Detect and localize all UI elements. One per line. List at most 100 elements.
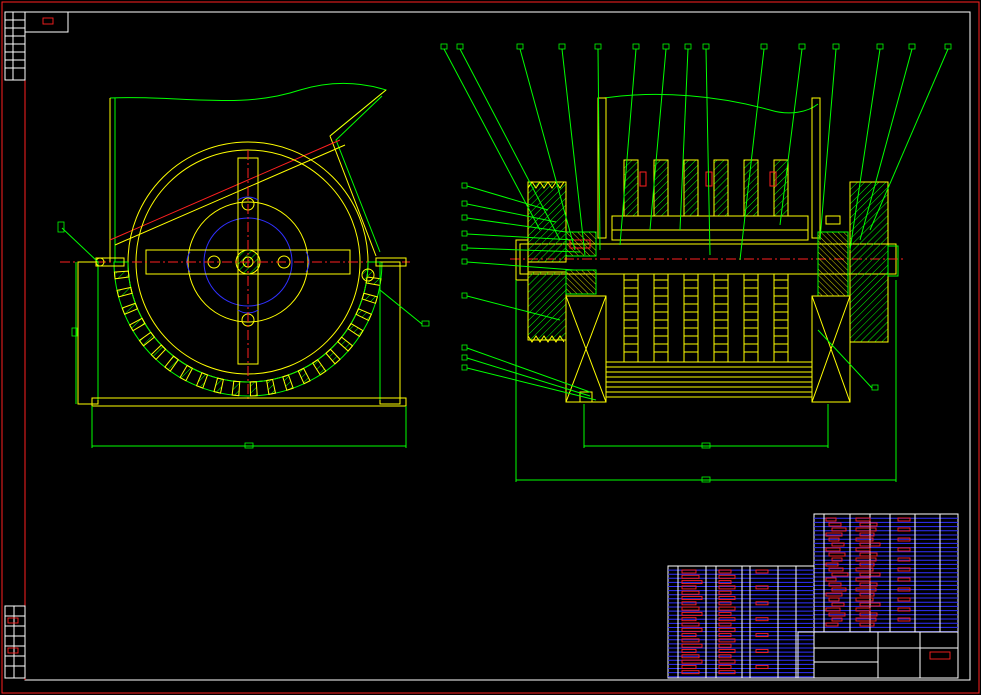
lower-plate	[773, 273, 789, 363]
parts-text	[718, 664, 732, 669]
leader-tag	[461, 292, 468, 299]
leader-line	[466, 247, 581, 253]
parts-text	[718, 638, 736, 643]
parts-text	[855, 587, 877, 592]
parts-text	[755, 649, 769, 653]
leader-line	[466, 357, 591, 397]
leader-tag	[461, 182, 468, 189]
leader-tag	[558, 43, 566, 50]
parts-text	[828, 522, 842, 527]
leader-line	[739, 48, 765, 261]
parts-text	[855, 527, 877, 532]
leader-line	[466, 367, 597, 401]
parts-text	[855, 617, 877, 622]
parts-text	[831, 542, 845, 547]
leader-line	[466, 185, 549, 211]
parts-text	[718, 627, 736, 632]
leader-tag	[832, 43, 840, 50]
parts-text	[681, 670, 700, 675]
parts-text	[855, 607, 871, 612]
grate-bar	[138, 331, 156, 347]
parts-text	[855, 517, 871, 522]
leader-line	[817, 329, 873, 389]
parts-text	[681, 580, 703, 585]
lower-plate	[683, 273, 699, 363]
grate-bar	[325, 348, 341, 365]
grate-bar	[266, 378, 277, 395]
leader-tag	[760, 43, 768, 50]
parts-text	[897, 597, 911, 602]
leader-line	[519, 48, 576, 251]
leader-line	[649, 48, 667, 231]
parts-text	[897, 617, 911, 622]
hammer-plate	[773, 159, 789, 217]
parts-text	[825, 517, 837, 522]
left-strip-top	[4, 11, 26, 81]
parts-text	[681, 569, 697, 574]
left-strip-bottom	[4, 605, 26, 679]
parts-text	[859, 522, 878, 527]
grate-bar	[128, 317, 146, 332]
pin-slot	[769, 171, 777, 187]
leader-tag	[662, 43, 670, 50]
parts-text	[755, 569, 769, 574]
leader-line	[849, 48, 881, 251]
grate-bar	[337, 336, 354, 352]
leader-line	[869, 48, 949, 231]
leader-line	[459, 48, 561, 241]
parts-text	[681, 606, 700, 611]
parts-text	[828, 612, 846, 617]
grate-bar	[355, 308, 373, 322]
parts-text	[681, 596, 703, 600]
lower-plate	[623, 273, 639, 363]
leader-tag	[461, 354, 468, 361]
parts-text	[681, 659, 703, 664]
parts-text	[897, 547, 911, 552]
parts-text	[718, 585, 736, 590]
leader-tag	[871, 384, 879, 391]
grate-bar	[116, 286, 133, 298]
leader-line	[679, 48, 689, 231]
parts-text	[859, 612, 878, 617]
parts-list	[667, 513, 959, 679]
parts-text	[718, 659, 736, 664]
leader-line	[443, 48, 541, 231]
hammer-plate	[653, 159, 669, 217]
grate-bar	[361, 292, 379, 304]
parts-text	[859, 622, 875, 627]
parts-text	[681, 649, 697, 653]
leader-tag	[798, 43, 806, 50]
parts-text	[855, 567, 874, 572]
parts-text	[855, 557, 877, 562]
leader-line	[561, 48, 586, 256]
parts-text	[755, 617, 769, 622]
side-view	[440, 43, 952, 483]
parts-text	[831, 572, 849, 577]
parts-text	[681, 664, 697, 669]
parts-text	[897, 567, 911, 572]
leader-line	[597, 48, 601, 251]
leader-line	[779, 48, 803, 226]
parts-text	[681, 633, 697, 638]
parts-text	[718, 633, 732, 638]
grate-bar	[113, 270, 130, 280]
corner-tag-box	[24, 11, 69, 33]
leader-tag	[461, 364, 468, 371]
parts-text	[828, 537, 840, 542]
leader-tag	[461, 214, 468, 221]
parts-text	[755, 633, 769, 638]
leader-tag	[461, 230, 468, 237]
grate-bars	[113, 270, 382, 397]
lower-plate	[743, 273, 759, 363]
parts-text	[718, 601, 732, 606]
grate-bar	[195, 372, 209, 389]
parts-text	[825, 547, 841, 552]
parts-text	[718, 654, 732, 659]
parts-text	[831, 617, 843, 622]
leader-tag	[876, 43, 884, 50]
parts-text	[825, 592, 843, 597]
lower-plate	[713, 273, 729, 363]
parts-text	[831, 587, 847, 592]
leader-line	[466, 233, 575, 241]
parts-text	[718, 569, 732, 574]
